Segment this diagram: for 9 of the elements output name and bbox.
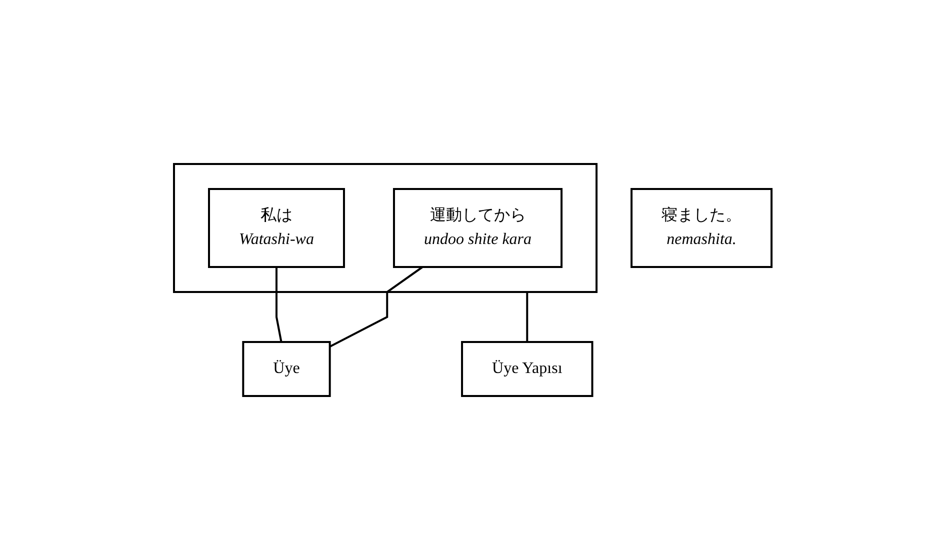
node-box: 運動してから undoo shite kara: [392, 188, 562, 268]
node-box: Üye Yapısı: [460, 340, 593, 396]
node-box: 私は Watashi-wa: [208, 188, 345, 268]
connector: [329, 266, 423, 347]
connector: [526, 292, 528, 342]
node-box: 寝ました。 nemashita.: [630, 188, 772, 268]
connector: [275, 266, 282, 342]
cluster: [172, 162, 598, 292]
node-box: Üye: [242, 340, 331, 396]
